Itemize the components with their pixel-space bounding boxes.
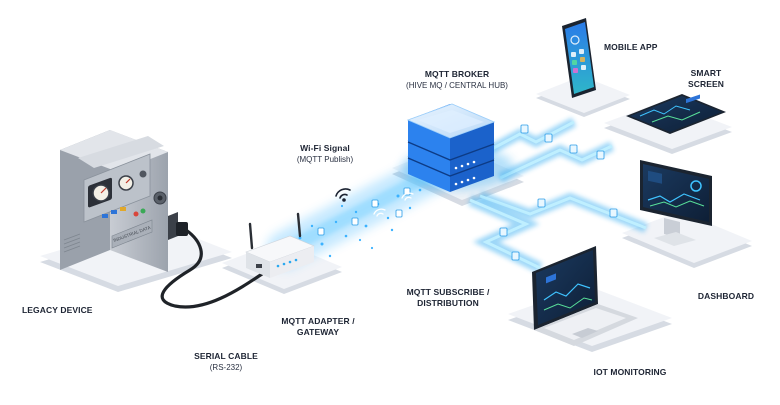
mqtt-adapter-title-line2: GATEWAY xyxy=(296,327,340,337)
mqtt-subscribe-title-line1: MQTT SUBSCRIBE / xyxy=(406,287,490,297)
wifi-icon xyxy=(335,188,351,202)
mqtt-broker-subtitle: (HIVE MQ / CENTRAL HUB) xyxy=(406,81,508,90)
serial-connector-icon xyxy=(176,222,188,236)
mobile-app-title: MOBILE APP xyxy=(604,42,658,52)
mqtt-broker-title: MQTT BROKER xyxy=(424,69,490,79)
iot-monitoring-title: IOT MONITORING xyxy=(593,367,667,377)
serial-cable-subtitle: (RS-232) xyxy=(209,363,243,372)
antenna-icon xyxy=(296,212,302,238)
indicator-lights xyxy=(102,207,146,218)
legacy-device-title: LEGACY DEVICE xyxy=(22,305,93,315)
mqtt-broker-label: MQTT BROKER (HIVE MQ / CENTRAL HUB) xyxy=(382,69,532,91)
iot-monitoring-laptop xyxy=(532,246,638,346)
wifi-small-icon xyxy=(373,192,414,217)
dial-icon xyxy=(139,170,167,205)
wifi-signal-subtitle: (MQTT Publish) xyxy=(296,155,354,164)
mqtt-subscribe-title-line2: DISTRIBUTION xyxy=(417,298,479,308)
serial-cable xyxy=(160,228,264,309)
dashboard-monitor xyxy=(640,160,712,246)
iot-monitoring-label: IOT MONITORING xyxy=(582,367,678,378)
legacy-device: INDUSTRIAL DATA xyxy=(60,130,188,272)
dashboard-title: DASHBOARD xyxy=(697,291,755,301)
serial-cable-title: SERIAL CABLE xyxy=(194,351,258,361)
data-packet-icons xyxy=(317,187,411,236)
mqtt-adapter-label: MQTT ADAPTER / GATEWAY xyxy=(268,316,368,338)
analog-gauge-icon xyxy=(118,175,134,191)
smart-screen-title-line2: SCREEN xyxy=(687,79,725,89)
dashboard-label: DASHBOARD xyxy=(686,291,766,302)
wifi-signal-title: Wi-Fi Signal xyxy=(300,143,350,153)
mqtt-broker xyxy=(402,103,514,192)
legacy-device-label: LEGACY DEVICE xyxy=(22,305,93,316)
analog-gauge-icon xyxy=(88,177,112,208)
mobile-phone xyxy=(562,18,596,98)
antenna-icon xyxy=(248,222,254,250)
mobile-app-label: MOBILE APP xyxy=(604,42,658,53)
wifi-signal-label: Wi-Fi Signal (MQTT Publish) xyxy=(280,143,370,165)
data-paths xyxy=(266,117,648,273)
smart-screen-label: SMART SCREEN xyxy=(676,68,736,90)
serial-cable-label: SERIAL CABLE (RS-232) xyxy=(176,351,276,373)
mobile-app-platform xyxy=(536,76,630,117)
mqtt-subscribe-label: MQTT SUBSCRIBE / DISTRIBUTION xyxy=(393,287,503,309)
mqtt-adapter-title-line1: MQTT ADAPTER / xyxy=(281,316,355,326)
mqtt-gateway xyxy=(245,212,315,278)
smart-screen-title-line1: SMART xyxy=(690,68,722,78)
smart-screen-tablet xyxy=(626,94,726,134)
